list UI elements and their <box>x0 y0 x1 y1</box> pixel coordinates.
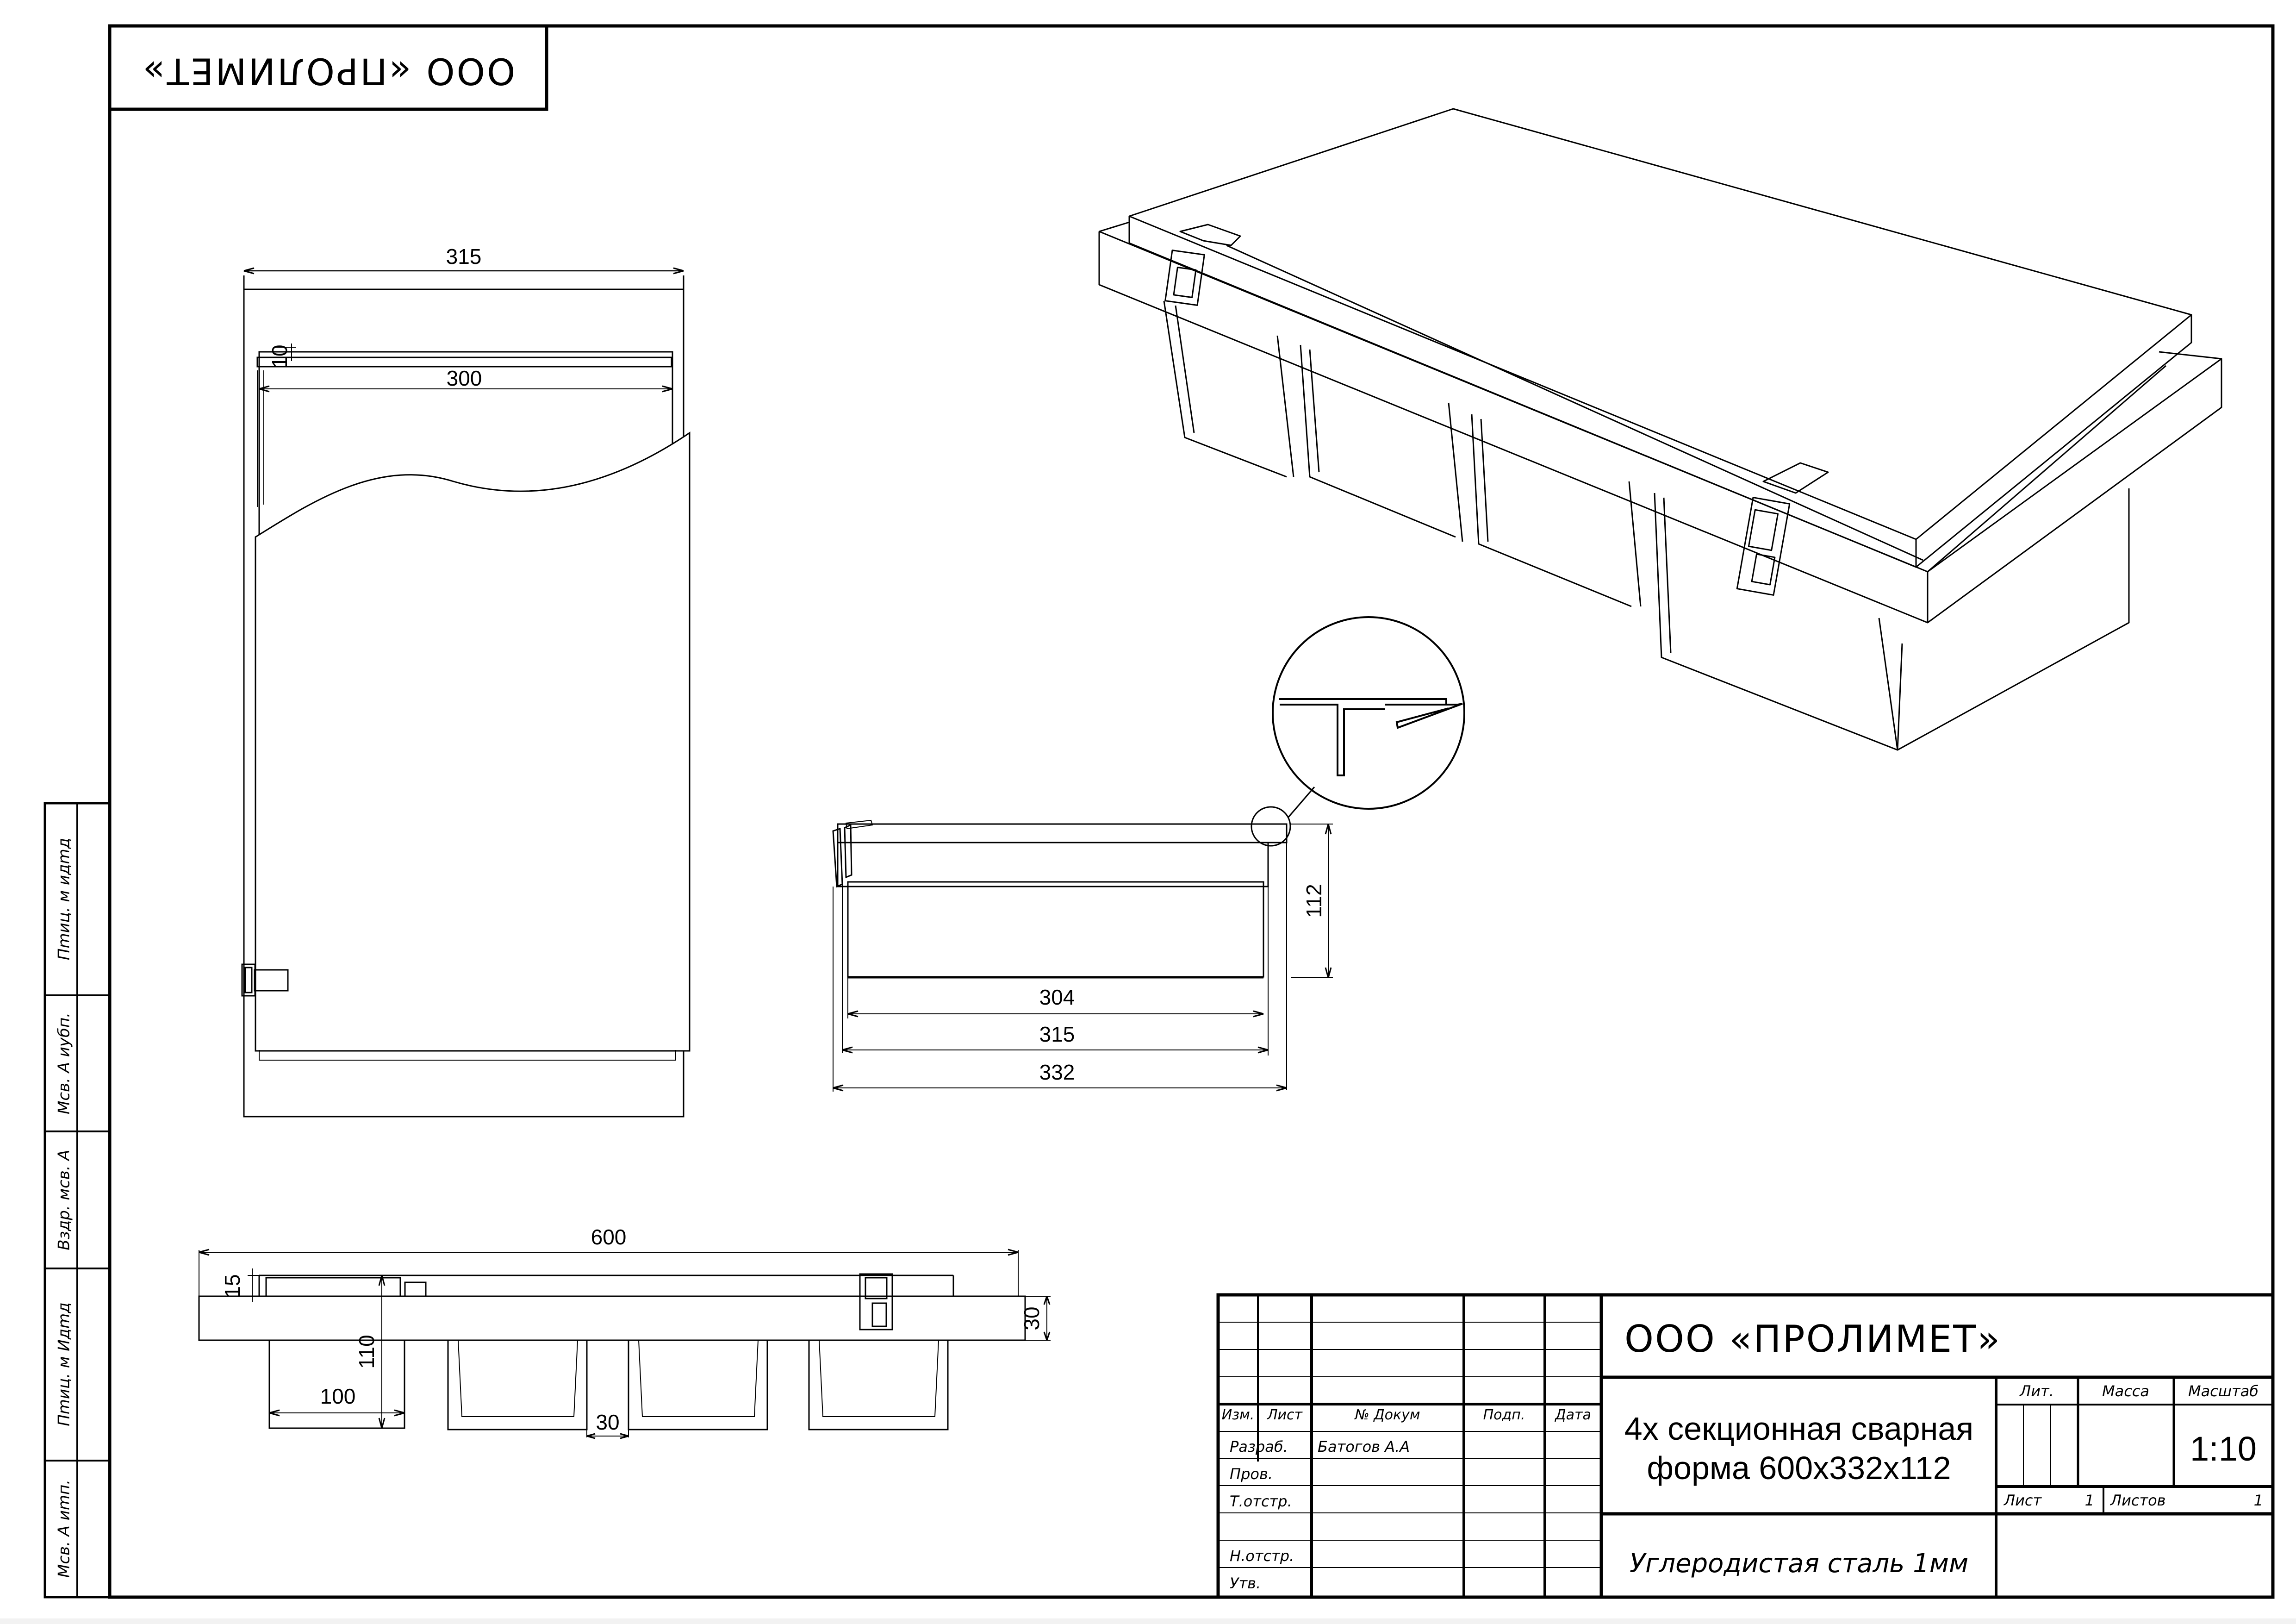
material: Углеродистая сталь 1мм <box>1630 1549 1968 1579</box>
role-tkontr: Т.отстр. <box>1230 1493 1292 1510</box>
strip-label-4: Пmиц. м Идmд <box>55 1302 74 1426</box>
role-razrab: Разраб. <box>1230 1438 1288 1455</box>
label-lit: Лит. <box>2019 1382 2054 1400</box>
sheets-count: 1 <box>2254 1492 2263 1509</box>
dim-front-600: 600 <box>591 1225 627 1249</box>
sheet-number: 1 <box>2085 1492 2094 1509</box>
header-date: Дата <box>1554 1407 1591 1423</box>
top-view <box>241 267 691 1118</box>
header-doc: № Докум <box>1354 1407 1420 1423</box>
title-block <box>1216 1293 2275 1599</box>
header-sign: Подп. <box>1483 1407 1525 1423</box>
role-utv: Утв. <box>1230 1574 1261 1592</box>
dim-front-15: 15 <box>220 1274 244 1298</box>
dim-side-315: 315 <box>1039 1022 1075 1046</box>
dim-top-315: 315 <box>446 244 482 269</box>
front-view <box>198 1249 1051 1439</box>
scale-value: 1:10 <box>2190 1430 2257 1468</box>
developer-name: Батогов А.А <box>1318 1438 1410 1455</box>
role-prov: Пров. <box>1230 1465 1273 1483</box>
dim-side-332: 332 <box>1039 1060 1075 1084</box>
side-section <box>832 787 1333 1092</box>
dim-front-30-gap: 30 <box>596 1410 619 1434</box>
drawing-title-line2: форма 600х332х112 <box>1647 1450 1951 1486</box>
strip-label-3: Вздр. мсв. А <box>55 1149 74 1250</box>
dim-top-10: 10 <box>268 344 292 368</box>
dim-front-110: 110 <box>355 1335 379 1368</box>
label-scale: Масштаб <box>2188 1382 2259 1400</box>
label-mass: Масса <box>2102 1382 2149 1400</box>
drawing-title-line1: 4х секционная сварная <box>1624 1411 1973 1447</box>
dim-top-300: 300 <box>447 366 482 390</box>
company-name-top: ООО «ПРОЛИМЕТ» <box>141 50 516 92</box>
isometric-view <box>1098 108 2222 751</box>
role-nkontr: Н.отстр. <box>1230 1547 1294 1565</box>
label-sheets: Листов <box>2110 1492 2166 1509</box>
dim-front-30-height: 30 <box>1020 1306 1044 1330</box>
strip-label-2: Мсв. А иубп. <box>55 1012 74 1114</box>
company-name-block: ООО «ПРОЛИМЕТ» <box>1624 1318 2001 1361</box>
strip-label-5: Мсв. А иmп. <box>55 1480 74 1578</box>
header-izm: Изм. <box>1222 1407 1255 1423</box>
strip-label-1: Пmиц. м идmд <box>55 838 74 960</box>
label-sheet: Лист <box>2004 1492 2042 1509</box>
detail-view <box>1272 616 1465 810</box>
dim-front-100: 100 <box>320 1384 356 1408</box>
sheet-frame <box>44 24 2275 1599</box>
dim-side-304: 304 <box>1039 985 1075 1009</box>
dim-side-112: 112 <box>1302 884 1326 918</box>
header-list: Лист <box>1267 1407 1303 1423</box>
